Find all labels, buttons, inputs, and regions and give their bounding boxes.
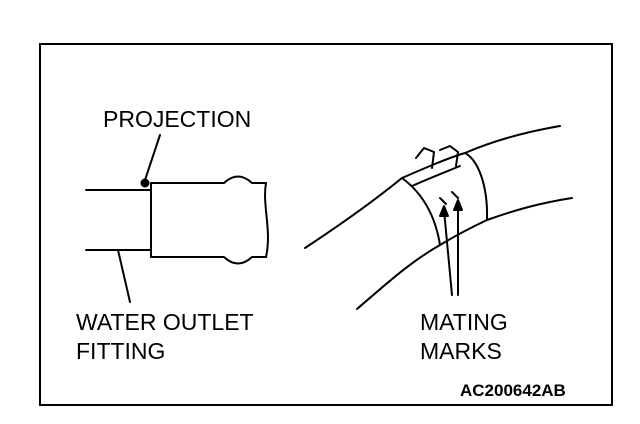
water-outlet-label-line1: WATER OUTLET bbox=[76, 309, 254, 335]
projection-leader-line bbox=[144, 134, 161, 181]
mating-marks-label-line2: MARKS bbox=[420, 338, 502, 364]
water-outlet-fitting-pipe bbox=[85, 189, 152, 251]
hose-clamp-band bbox=[401, 152, 489, 246]
mating-marks-leader-line bbox=[443, 201, 459, 296]
hose-clamp-tab bbox=[415, 145, 459, 169]
mating-mark-tick bbox=[439, 191, 459, 205]
hose-body bbox=[150, 175, 267, 265]
figure-code: AC200642AB bbox=[460, 381, 566, 400]
figure-frame bbox=[39, 43, 613, 406]
projection-label: PROJECTION bbox=[103, 106, 251, 132]
water-outlet-leader-line bbox=[117, 249, 131, 303]
mating-marks-arrowhead bbox=[439, 199, 463, 217]
angled-hose-lower-edge bbox=[356, 197, 573, 310]
angled-hose-upper-edge bbox=[304, 125, 561, 249]
fitting-and-hose-illustration bbox=[85, 134, 269, 303]
hose-cut-end bbox=[264, 182, 269, 258]
hose-clamp-band-inner bbox=[411, 165, 461, 187]
water-outlet-label-line2: FITTING bbox=[76, 338, 165, 364]
clamp-illustration bbox=[304, 125, 573, 310]
mating-marks-label-line1: MATING bbox=[420, 309, 508, 335]
